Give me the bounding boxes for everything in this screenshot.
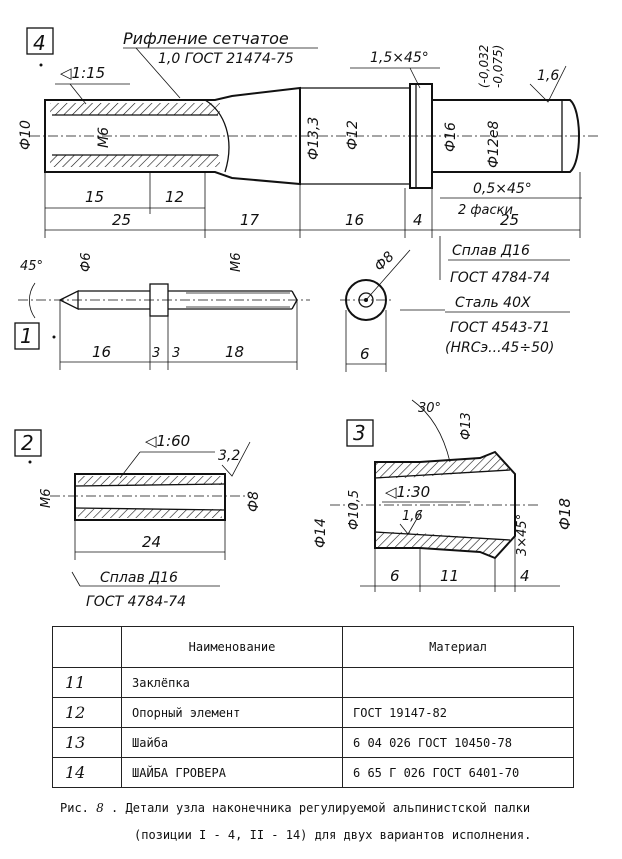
- v4-chamfer-05: 0,5×45°: [473, 181, 532, 197]
- view-2: 2 ◁1:60 3,2 М6 Ф8 24 Сплав Д16 ГОСТ 4784…: [14, 429, 262, 610]
- view-1-label-box: [14, 322, 40, 350]
- view-1-label: 1: [20, 324, 33, 348]
- v1-angle-45: 45°: [20, 259, 43, 274]
- v1-material2-line3: (HRCэ...45÷50): [445, 340, 554, 356]
- v3-angle-30: 30°: [418, 401, 441, 416]
- caption-line2: (позиции I - 4, II - 14) для двух вариан…: [134, 828, 532, 842]
- row-pos: 14: [52, 757, 122, 788]
- col-header-name: Наименование: [121, 626, 343, 668]
- knurl-note-line2: 1,0 ГОСТ 21474-75: [158, 51, 294, 67]
- row-pos: 13: [52, 727, 122, 758]
- v4-dia-10: Ф10: [18, 120, 34, 150]
- v1-dim-3b: 3: [172, 346, 180, 361]
- v2-taper: ◁1:60: [145, 432, 190, 450]
- table-row: 14 ШАЙБА ГРОВЕРА 6 65 Г 026 ГОСТ 6401-70: [52, 757, 574, 788]
- row-material: [342, 667, 574, 698]
- v2-roughness: 3,2: [218, 448, 240, 464]
- caption-line1: . Детали узла наконечника регулируемой а…: [111, 801, 531, 815]
- v4-dim-25b: 25: [500, 211, 519, 229]
- v3-dim-6: 6: [390, 567, 400, 585]
- v2-material-line2: ГОСТ 4784-74: [86, 594, 186, 610]
- v3-dim-4: 4: [520, 567, 530, 585]
- row-name: Шайба: [121, 727, 343, 758]
- knurl-note-line1: Рифление сетчатое: [123, 29, 289, 48]
- spec-table-header: Наименование Материал: [52, 626, 574, 668]
- row-material: ГОСТ 19147-82: [342, 697, 574, 728]
- view-4-label-box: [26, 27, 54, 55]
- v4-dia-12: Ф12: [345, 120, 361, 150]
- v3-dia-14: Ф14: [313, 518, 329, 548]
- v4-dim-15: 15: [85, 188, 104, 206]
- v1-material2-line1: Сталь 40Х: [455, 295, 531, 311]
- v3-dia-10-5: Ф10,5: [347, 490, 362, 530]
- v3-chamfer-3x45: 3×45°: [515, 514, 530, 556]
- view-4-label: 4: [33, 31, 46, 55]
- view-3-label-box: [346, 419, 374, 447]
- view-3-label: 3: [353, 421, 366, 445]
- row-pos: 12: [52, 697, 122, 728]
- v2-thread-m6: М6: [39, 489, 54, 509]
- row-name: ШАЙБА ГРОВЕРА: [121, 757, 343, 788]
- v4-dim-4: 4: [413, 211, 423, 229]
- v4-dia-12e8: Ф12е8: [486, 121, 502, 168]
- v1-dim-6: 6: [360, 345, 370, 363]
- v1-material2-line2: ГОСТ 4543-71: [450, 320, 550, 336]
- v1-dia-8: Ф8: [372, 249, 398, 275]
- v2-dim-24: 24: [142, 533, 161, 551]
- figure-caption: Рис. 8 . Детали узла наконечника регулир…: [60, 795, 600, 849]
- v1-dia-6: Ф6: [79, 253, 94, 272]
- table-row: 12 Опорный элемент ГОСТ 19147-82: [52, 697, 574, 728]
- view-4: 4 Рифление сетчатое 1,0 ГОСТ 21474-75 ◁1…: [18, 27, 600, 238]
- row-name: Заклёпка: [121, 667, 343, 698]
- v2-dia-8: Ф8: [246, 491, 262, 512]
- v1-thread-m6: М6: [229, 253, 244, 273]
- row-material: 6 65 Г 026 ГОСТ 6401-70: [342, 757, 574, 788]
- v4-tolerance-upper: (-0,032: [477, 45, 491, 88]
- v1-material1-line1: Сплав Д16: [452, 243, 530, 259]
- v4-tolerance-lower: -0,075): [491, 45, 505, 88]
- row-name: Опорный элемент: [121, 697, 343, 728]
- v4-roughness: 1,6: [537, 68, 559, 84]
- v4-taper: ◁1:15: [60, 64, 105, 82]
- table-row: 11 Заклёпка: [52, 667, 574, 698]
- v3-dia-13: Ф13: [459, 412, 474, 440]
- v3-dim-11: 11: [440, 567, 459, 585]
- col-header-pos: [52, 626, 122, 668]
- v3-dia-18: Ф18: [556, 498, 574, 530]
- col-header-material: Материал: [342, 626, 574, 668]
- view-2-label-box: [14, 429, 42, 457]
- v3-taper: ◁1:30: [385, 483, 430, 501]
- view-1: 1 45° Ф6 М6 16 3 3 18 Ф8 6: [14, 236, 570, 372]
- spec-table: Наименование Материал 11 Заклёпка 12 Опо…: [52, 626, 574, 788]
- row-pos: 11: [52, 667, 122, 698]
- technical-drawing: 4 Рифление сетчатое 1,0 ГОСТ 21474-75 ◁1…: [14, 27, 600, 610]
- v1-material1-line2: ГОСТ 4784-74: [450, 270, 550, 286]
- v4-dia-16: Ф16: [443, 122, 459, 152]
- v1-dim-18: 18: [225, 343, 244, 361]
- v1-dim-3a: 3: [152, 346, 160, 361]
- v4-thread-m6: М6: [96, 127, 112, 148]
- v4-dim-16: 16: [345, 211, 364, 229]
- v1-dim-16: 16: [92, 343, 111, 361]
- v3-roughness: 1,6: [402, 509, 423, 524]
- row-material: 6 04 026 ГОСТ 10450-78: [342, 727, 574, 758]
- v2-material-line1: Сплав Д16: [100, 570, 178, 586]
- caption-number: 8: [96, 801, 104, 815]
- v4-dia-13-3: Ф13,3: [306, 117, 322, 160]
- view-3: 3 30° Ф13 Ф14 Ф10,5 ◁1:30 1,6 3×45° Ф18 …: [313, 399, 574, 592]
- v4-dim-12: 12: [165, 188, 184, 206]
- v4-dim-25a: 25: [112, 211, 131, 229]
- v4-dim-17: 17: [240, 211, 260, 229]
- v4-chamfers-2: 2 фаски: [458, 203, 513, 218]
- view-2-label: 2: [21, 431, 34, 455]
- v4-chamfer-top: 1,5×45°: [370, 50, 429, 66]
- table-row: 13 Шайба 6 04 026 ГОСТ 10450-78: [52, 727, 574, 758]
- caption-prefix: Рис.: [60, 801, 89, 815]
